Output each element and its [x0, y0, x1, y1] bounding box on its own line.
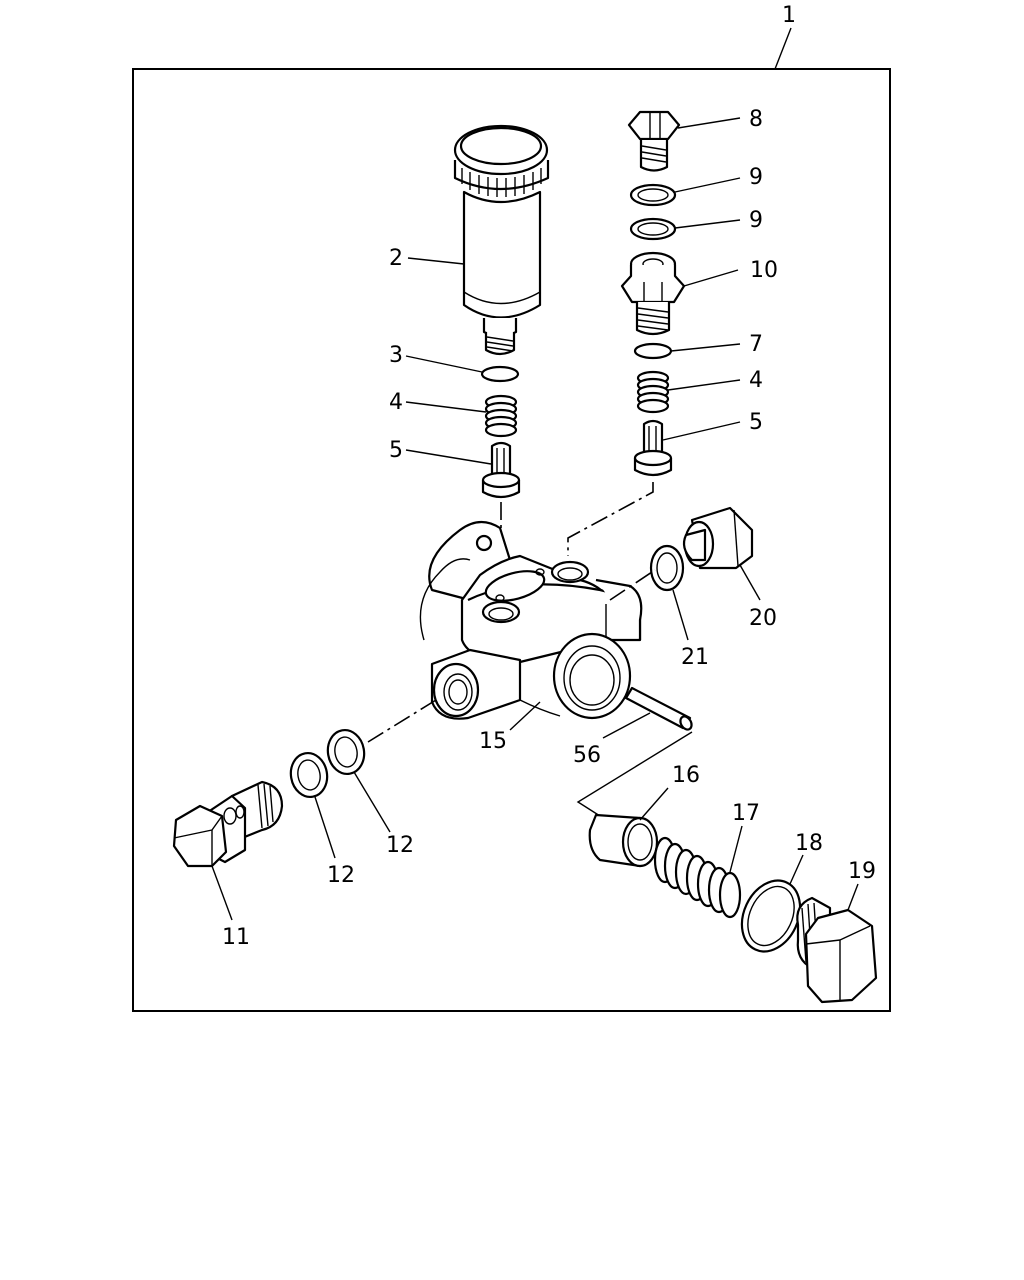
pin-part	[624, 686, 693, 731]
washer-lower-part	[629, 217, 677, 241]
valve-right-part	[633, 419, 673, 477]
label-o-ring-left: 3	[389, 343, 403, 368]
connector-part	[620, 251, 686, 336]
plug-gasket-part	[740, 879, 802, 953]
callout-washer-upper: 9	[674, 165, 763, 193]
piston-part	[588, 813, 659, 868]
axis-line-side	[609, 569, 656, 601]
side-plug-part	[682, 506, 754, 570]
callout-pin: 56	[573, 712, 651, 768]
callout-plug-gasket: 18	[789, 831, 823, 885]
washer-upper-part	[629, 183, 677, 207]
label-gasket-inner: 12	[386, 833, 414, 858]
callout-valve-right: 5	[662, 410, 763, 441]
piston-spring-part	[653, 836, 742, 919]
plug-bolt-part	[796, 896, 878, 1004]
label-plug-gasket: 18	[795, 831, 823, 856]
axis-line-right	[567, 482, 654, 556]
label-plug-bolt: 19	[848, 859, 876, 884]
callout-plug-bolt: 19	[847, 859, 876, 911]
side-gasket-part	[649, 544, 685, 592]
label-eye-bolt: 11	[222, 925, 250, 950]
callout-primer-pump: 2	[389, 246, 465, 271]
spring-right-part	[636, 370, 670, 414]
housing-part	[419, 520, 643, 720]
callout-side-gasket: 21	[672, 589, 709, 670]
label-spring-left: 4	[389, 390, 403, 415]
diagram-frame	[132, 68, 891, 1012]
eye-bolt-part	[172, 780, 284, 868]
label-bolt-top: 8	[749, 107, 763, 132]
label-primer-pump: 2	[389, 246, 403, 271]
callout-o-ring-left: 3	[389, 343, 483, 373]
label-spring-right: 4	[749, 368, 763, 393]
valve-left-part	[481, 441, 521, 499]
callout-side-plug: 20	[739, 564, 777, 631]
callout-spring-right: 4	[667, 368, 763, 393]
callout-gasket-outer: 12	[314, 796, 355, 888]
callout-piston: 16	[639, 763, 700, 821]
callout-piston-spring: 17	[729, 801, 760, 873]
o-ring-right-part	[633, 342, 673, 360]
label-piston: 16	[672, 763, 700, 788]
label-valve-right: 5	[749, 410, 763, 435]
bolt-top-part	[627, 110, 681, 172]
o-ring-left-part	[480, 365, 520, 383]
label-connector: 10	[750, 258, 778, 283]
callout-valve-left: 5	[389, 438, 492, 465]
label-side-gasket: 21	[681, 645, 709, 670]
axis-line-left-port	[367, 699, 437, 743]
callout-connector: 10	[683, 258, 778, 287]
label-side-plug: 20	[749, 606, 777, 631]
label-washer-lower: 9	[749, 208, 763, 233]
label-washer-upper: 9	[749, 165, 763, 190]
label-housing: 15	[479, 729, 507, 754]
label-pin: 56	[573, 743, 601, 768]
callout-gasket-inner: 12	[353, 771, 414, 858]
gasket-outer-part	[289, 752, 329, 798]
callout-eye-bolt: 11	[211, 865, 250, 950]
label-valve-left: 5	[389, 438, 403, 463]
label-piston-spring: 17	[732, 801, 760, 826]
callout-assembly: 1	[774, 3, 796, 70]
callout-spring-left: 4	[389, 390, 487, 415]
label-o-ring-right: 7	[749, 332, 763, 357]
callout-bolt-top: 8	[677, 107, 763, 132]
callout-o-ring-right: 7	[670, 332, 763, 357]
callout-housing: 15	[479, 701, 541, 754]
gasket-inner-part	[326, 729, 366, 775]
label-gasket-outer: 12	[327, 863, 355, 888]
callout-washer-lower: 9	[674, 208, 763, 233]
primer-pump-part	[453, 124, 550, 356]
spring-left-part	[484, 394, 518, 438]
axis-line-front	[576, 731, 693, 817]
label-assembly: 1	[782, 3, 796, 28]
